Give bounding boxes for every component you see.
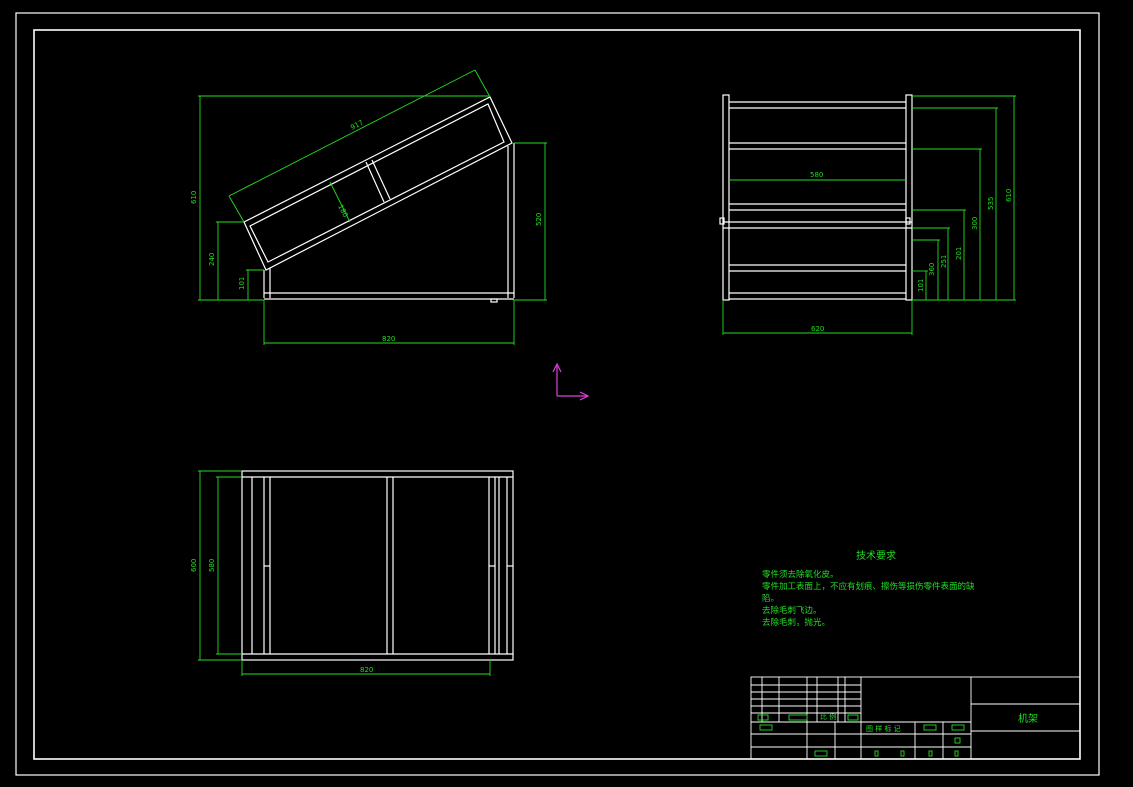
dim-610-label: 610 (190, 191, 198, 204)
dim-600-label: 600 (190, 559, 198, 572)
front-view-dims: 580 620 610 535 300 201 251 360 101 (722, 95, 1016, 335)
front-tab-left (719, 217, 725, 225)
tb-mark-6 (923, 724, 937, 731)
side-slant-divider-2 (371, 159, 391, 200)
tb-mark-9 (874, 750, 879, 757)
side-view-dims: 917 610 240 101 180 520 820 (190, 69, 547, 345)
dim-300-label: 300 (971, 217, 979, 230)
side-foot (490, 298, 498, 303)
dim-240-label: 240 (208, 253, 216, 266)
tb-part-name: 机架 (1018, 712, 1038, 725)
tb-mark-10 (900, 750, 905, 757)
notes-line-2: 零件加工表面上，不应有划痕、擦伤等损伤零件表面的缺 (762, 581, 975, 592)
ucs-x-arrow (579, 391, 590, 401)
tb-mark-4 (759, 724, 773, 731)
dim-620-label: 620 (811, 325, 824, 333)
side-slant-frame-inner (249, 103, 505, 263)
dim-820-top-label: 820 (360, 666, 373, 674)
notes-line-1: 零件须去除氧化皮。 (762, 569, 839, 580)
dim-line-180 (329, 181, 351, 223)
tb-mark-7 (951, 724, 965, 731)
tb-mark-2 (788, 714, 808, 721)
dim-820-side-label: 820 (382, 335, 395, 343)
front-view (719, 94, 913, 301)
notes-line-5: 去除毛刺，抛光。 (762, 617, 830, 628)
dim-251-label: 251 (940, 255, 948, 268)
tb-mark-12 (954, 750, 959, 757)
dim-580-label: 580 (810, 171, 823, 179)
side-slant-frame-outer (243, 96, 513, 271)
ucs-y-arrow (552, 362, 562, 373)
front-right-post (905, 94, 913, 301)
tb-cell-a: 比 例 (820, 712, 836, 721)
front-left-post (722, 94, 730, 301)
dim-360-label: 360 (928, 263, 936, 276)
sheet-outer-border (15, 12, 1100, 776)
technical-notes: 技术要求 零件须去除氧化皮。 零件加工表面上，不应有划痕、擦伤等损伤零件表面的缺… (762, 549, 975, 628)
tb-mark-1 (757, 714, 769, 721)
dim-520-label: 520 (535, 213, 543, 226)
notes-line-4: 去除毛刺飞边。 (762, 605, 822, 616)
dim-917-label: 917 (349, 119, 365, 132)
tb-cell-b: 图 样 标 记 (866, 724, 901, 733)
top-view (241, 470, 514, 661)
notes-heading: 技术要求 (856, 549, 896, 562)
notes-line-3: 陷。 (762, 593, 779, 604)
ext-917-a (228, 195, 245, 223)
side-slant-divider (365, 161, 385, 203)
title-block: 比 例 图 样 标 记 机架 (750, 676, 1081, 760)
tb-mark-5 (814, 750, 828, 757)
dim-101-label: 101 (238, 277, 246, 290)
front-tab-right (905, 217, 911, 225)
dim-580-top-label: 580 (208, 559, 216, 572)
title-block-frame (750, 676, 1081, 760)
dim-535-label: 535 (987, 197, 995, 210)
top-outer-frame (241, 470, 514, 661)
tb-mark-3 (847, 714, 859, 721)
dim-101-front-label: 101 (917, 279, 925, 292)
tb-mark-8 (954, 737, 961, 744)
ext-917-b (474, 69, 491, 98)
dim-line-917 (228, 69, 476, 197)
tb-mark-11 (928, 750, 933, 757)
top-view-dims: 600 580 820 (190, 470, 491, 676)
sheet-inner-border (33, 29, 1081, 760)
side-view (243, 96, 515, 303)
ucs-icon (552, 362, 590, 401)
dim-610-front-label: 610 (1005, 189, 1013, 202)
dim-201-label: 201 (955, 247, 963, 260)
